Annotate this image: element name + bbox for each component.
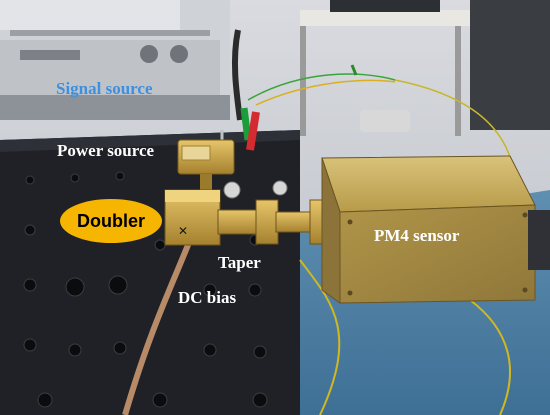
instrument-rack <box>0 0 230 120</box>
svg-text:✕: ✕ <box>178 224 188 238</box>
doubler-module: ✕ <box>164 189 221 246</box>
background-desk <box>300 0 550 136</box>
doubler-label: Doubler <box>76 210 145 231</box>
pm4-sensor-box <box>321 155 550 304</box>
pm4-sensor-label: PM4 sensor <box>374 226 460 245</box>
optical-table <box>0 130 300 415</box>
dc-bias-label: DC bias <box>178 288 237 307</box>
doubler-badge: Doubler <box>60 199 162 243</box>
power-source-module <box>177 139 235 192</box>
taper-label: Taper <box>218 253 261 272</box>
waveguide-taper <box>217 180 327 245</box>
dc-bias-cable <box>122 238 193 415</box>
power-leads <box>240 64 517 415</box>
signal-source-label: Signal source <box>56 79 153 98</box>
power-source-label: Power source <box>57 141 155 160</box>
